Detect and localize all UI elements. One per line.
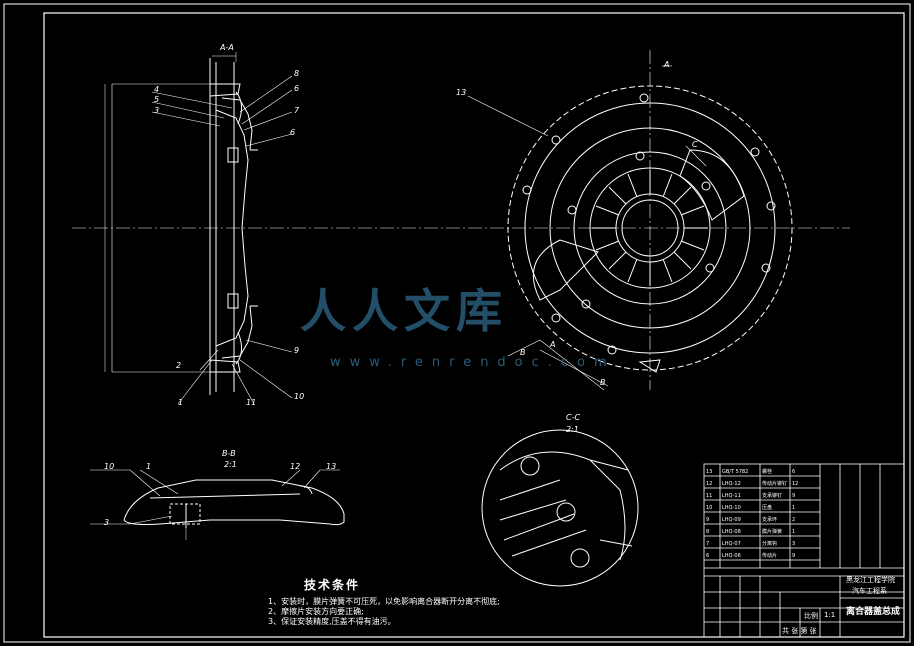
part-number: 13 [326,462,337,471]
svg-text:6: 6 [706,553,709,559]
label-detail-c: C [692,140,698,149]
part-number: 1 [178,398,184,407]
label-section-bb-scale: 2:1 [224,460,237,469]
tech-requirements-title: 技术条件 [304,578,361,592]
svg-text:8: 8 [706,529,709,535]
part-number: 5 [154,95,160,104]
title-block-sheet: 共 张 第 张 [782,627,817,635]
section-aa-view [104,52,258,395]
svg-text:传动片: 传动片 [762,552,777,559]
svg-text:LHQ-08: LHQ-08 [722,529,741,535]
svg-text:LHQ-07: LHQ-07 [722,541,741,547]
svg-text:12: 12 [792,481,798,487]
front-view [507,85,793,373]
watermark: 人人文库 www.renrendoc.com [300,255,607,375]
svg-text:LHQ-10: LHQ-10 [722,505,741,511]
part-number: 2 [176,361,182,370]
part-number: 1 [146,462,152,471]
svg-text:9: 9 [792,553,795,559]
outer-border [3,3,911,643]
svg-text:1: 1 [792,529,795,535]
svg-text:6: 6 [792,469,795,475]
svg-text:10: 10 [706,505,712,511]
svg-text:13: 13 [706,469,712,475]
svg-text:传动片铆钉: 传动片铆钉 [762,480,787,487]
label-section-aa: A-A [220,43,234,52]
svg-text:2: 2 [792,517,795,523]
svg-text:支承铆钉: 支承铆钉 [762,492,782,499]
title-block-scale-label: 比例 [804,612,818,620]
part-number: 10 [294,392,305,401]
part-number: 12 [290,462,301,471]
section-cc-view [481,429,639,587]
part-number: 3 [154,106,160,115]
label-section-cc-scale: 2:1 [566,425,579,434]
svg-text:LHQ-06: LHQ-06 [722,553,741,559]
part-number: 6 [290,128,296,137]
label-section-bb: B-B [222,449,236,458]
part-number: 10 [104,462,115,471]
leaders-front [467,65,707,391]
label-arrow-b-right: B [600,378,606,387]
svg-text:7: 7 [706,541,709,547]
svg-text:1: 1 [792,505,795,511]
label-arrow-a-top: A [664,60,670,69]
svg-text:分离钩: 分离钩 [762,540,777,547]
svg-text:LHQ-12: LHQ-12 [722,481,741,487]
svg-text:11: 11 [706,493,712,499]
svg-text:压盘: 压盘 [762,504,772,511]
title-block-school: 黑龙江工程学院 [846,576,895,584]
svg-text:3: 3 [792,541,795,547]
part-number: 9 [294,346,300,355]
title-block-drawing-name: 离合器盖总成 [846,607,901,617]
inner-border [43,12,905,638]
part-number: 8 [294,69,300,78]
svg-text:9: 9 [792,493,795,499]
title-block-scale: 1:1 [824,611,836,619]
svg-text:膜片弹簧: 膜片弹簧 [762,528,782,535]
svg-text:LHQ-11: LHQ-11 [722,493,741,499]
svg-text:12: 12 [706,481,712,487]
watermark-main: 人人文库 [300,284,508,338]
title-block-grid [703,463,905,638]
section-bb-view [90,469,345,540]
part-number: 11 [246,398,257,407]
svg-text:支承环: 支承环 [762,516,777,523]
part-number: 13 [456,88,467,97]
label-arrow-a-bottom: A [550,340,556,349]
svg-text:LHQ-09: LHQ-09 [722,517,741,523]
svg-text:螺栓: 螺栓 [762,468,772,475]
leaders-aa [151,75,293,405]
label-arrow-b-left: B [520,348,526,357]
tech-requirement-line: 2、摩擦片安装方向要正确; [268,607,364,616]
part-number: 4 [154,85,160,94]
part-number: 7 [294,106,300,115]
tech-requirement-line: 3、保证安装精度,压盖不得有油污。 [268,617,396,626]
svg-text:GB/T 5782: GB/T 5782 [722,469,748,475]
svg-text:9: 9 [706,517,709,523]
tech-requirement-line: 1、安装时，膜片弹簧不可压死，以免影响离合器断开分离不彻底; [268,597,500,606]
part-number: 3 [104,518,110,527]
title-block-dept: 汽车工程系 [852,587,887,595]
part-number: 6 [294,84,300,93]
label-section-cc: C-C [566,413,581,422]
watermark-url: www.renrendoc.com [330,355,616,370]
